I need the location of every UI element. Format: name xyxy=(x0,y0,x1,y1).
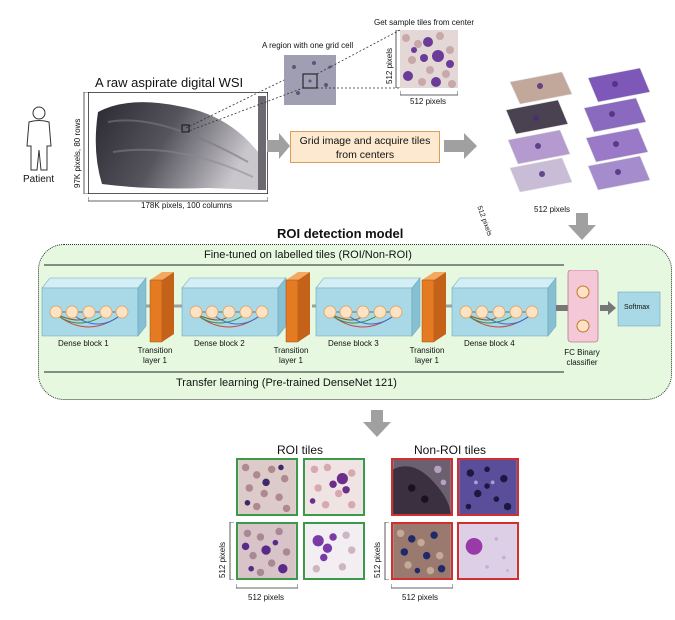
wsi-width-label: 178K pixels, 100 columns xyxy=(141,201,233,210)
region-label: A region with one grid cell xyxy=(262,41,354,50)
roi-height: 512 pixels xyxy=(218,541,227,578)
transfer-label: Transfer learning (Pre-trained DenseNet … xyxy=(176,377,397,389)
fine-tune-line xyxy=(44,264,564,266)
sample-height-bracket xyxy=(395,30,400,88)
non-roi-tile xyxy=(391,458,453,516)
densenet-diagram xyxy=(41,270,661,343)
sample-tile xyxy=(400,30,458,88)
model-title: ROI detection model xyxy=(277,226,404,241)
sample-width-bracket xyxy=(400,91,458,96)
non-roi-title: Non-ROI tiles xyxy=(414,443,487,457)
transition-label: Transition layer 1 xyxy=(409,346,445,365)
wsi-width-bracket xyxy=(88,197,268,202)
patient-icon xyxy=(26,106,52,171)
non-roi-height: 512 pixels xyxy=(373,541,382,578)
wsi-image xyxy=(88,92,268,194)
fc-label: FC Binary classifier xyxy=(564,348,600,367)
dense-block-label: Dense block 4 xyxy=(464,339,515,348)
roi-width-bracket xyxy=(236,584,298,589)
roi-title: ROI tiles xyxy=(277,443,324,457)
roi-tile xyxy=(303,458,365,516)
tile-stack xyxy=(505,67,651,193)
patient-label: Patient xyxy=(23,174,55,185)
sample-height: 512 pixels xyxy=(385,47,394,84)
dense-block-label: Dense block 2 xyxy=(194,339,245,348)
roi-height-bracket xyxy=(229,522,234,580)
arrow-to-results xyxy=(363,410,391,437)
non-roi-width: 512 pixels xyxy=(402,593,439,602)
transition-label: Transition layer 1 xyxy=(137,346,173,365)
roi-tile xyxy=(303,522,365,580)
dense-block-label: Dense block 3 xyxy=(328,339,379,348)
non-roi-width-bracket xyxy=(391,584,453,589)
non-roi-tile xyxy=(457,522,519,580)
roi-tile xyxy=(236,458,298,516)
non-roi-tile xyxy=(391,522,453,580)
step-arrow-in xyxy=(267,133,290,159)
wsi-height-bracket xyxy=(83,92,88,194)
non-roi-height-bracket xyxy=(384,522,389,580)
roi-tile xyxy=(236,522,298,580)
sample-label: Get sample tiles from center xyxy=(374,18,475,27)
step-arrow-out xyxy=(444,133,477,159)
transition-label: Transition layer 1 xyxy=(273,346,309,365)
dense-block-label: Dense block 1 xyxy=(58,339,109,348)
stack-width: 512 pixels xyxy=(534,205,571,214)
non-roi-tile xyxy=(457,458,519,516)
arrow-to-model xyxy=(568,213,596,240)
roi-width: 512 pixels xyxy=(248,593,285,602)
grid-step-box: Grid image and acquire tiles from center… xyxy=(290,131,440,163)
transfer-line xyxy=(44,371,564,373)
wsi-title: A raw aspirate digital WSI xyxy=(95,75,244,90)
sample-width: 512 pixels xyxy=(410,97,447,106)
region-image xyxy=(284,55,336,105)
softmax-label: Softmax xyxy=(624,304,650,311)
fine-tune-label: Fine-tuned on labelled tiles (ROI/Non-RO… xyxy=(204,249,412,261)
